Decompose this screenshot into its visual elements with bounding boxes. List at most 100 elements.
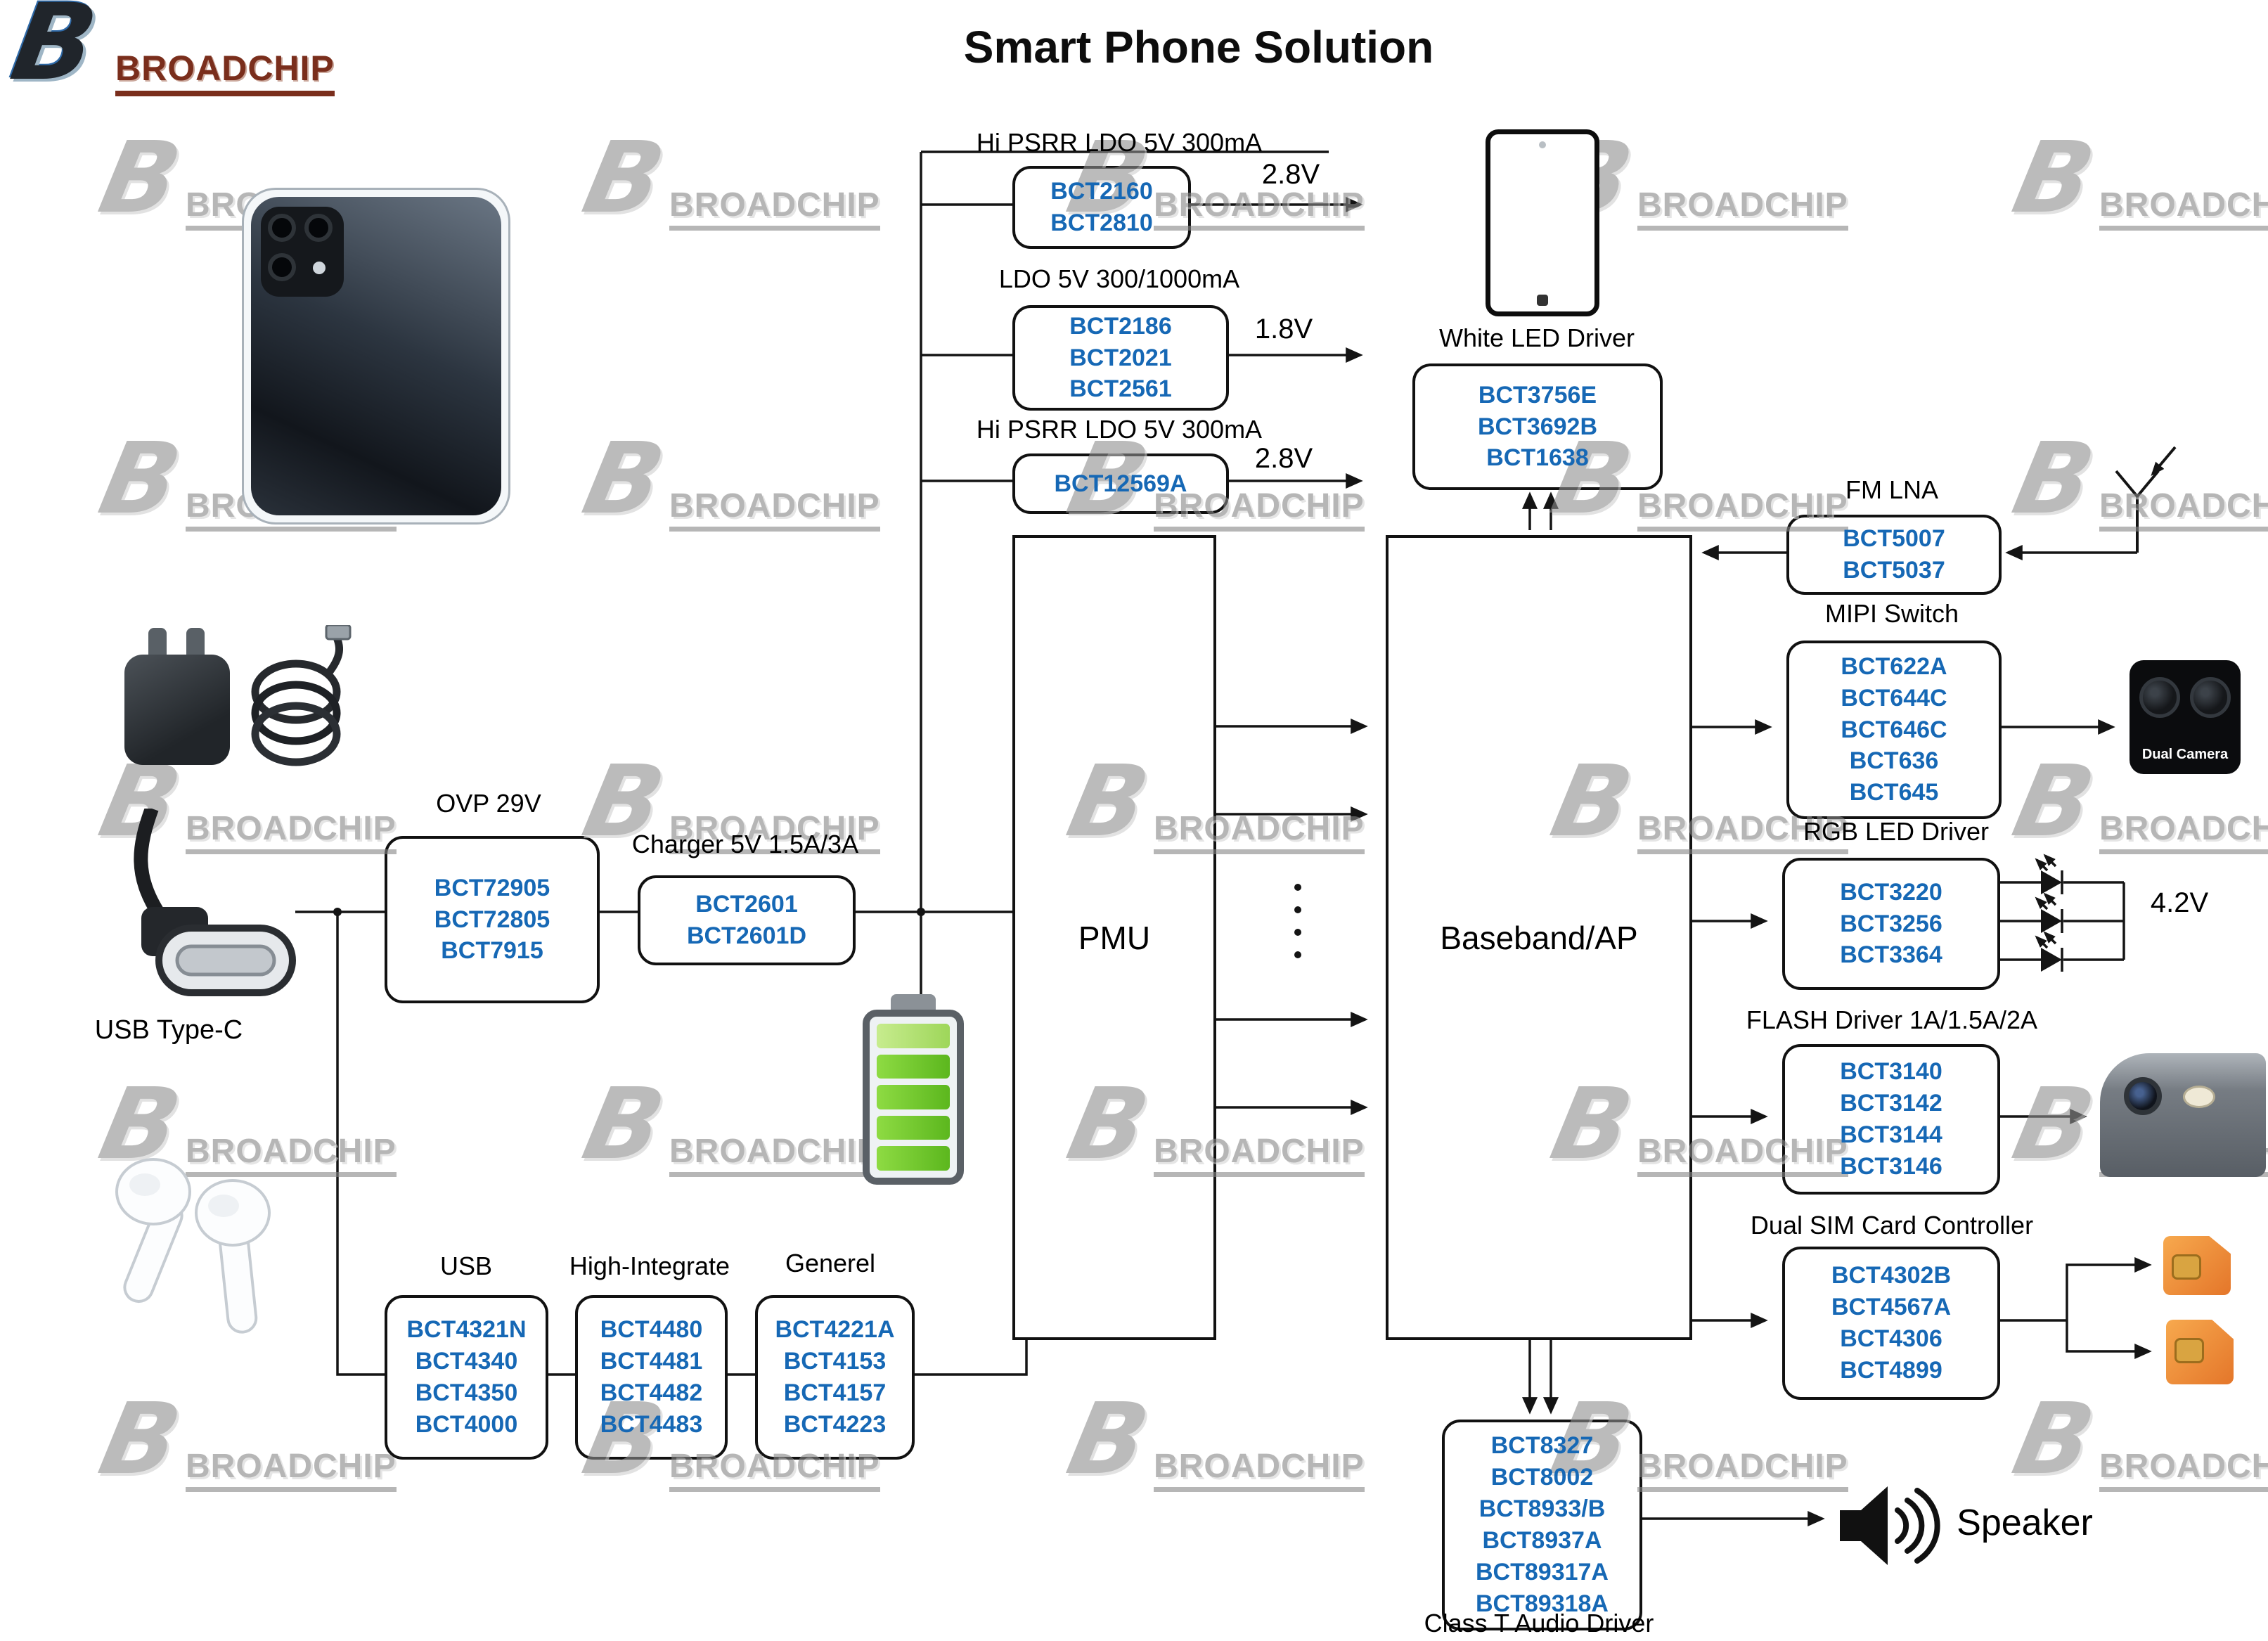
chip-part-number: BCT12569A (1054, 470, 1187, 497)
baseband-label: Baseband/AP (1440, 919, 1638, 956)
power-adapter-photo (124, 628, 230, 765)
chip-part-number: BCT4221A (775, 1316, 895, 1344)
camera-lens-icon (2190, 677, 2231, 718)
chip-part-number: BCT3364 (1840, 941, 1942, 969)
label-usb-switch: USB (439, 1251, 493, 1280)
label-flash-driver: FLASH Driver 1A/1.5A/2A (1746, 1005, 2038, 1034)
phone-flash-photo (2100, 1053, 2266, 1177)
chip-part-number: BCT645 (1849, 779, 1939, 806)
chip-part-number: BCT2810 (1050, 210, 1153, 236)
phone-camera-module (261, 207, 344, 297)
label-usb-type-c: USB Type-C (94, 1015, 243, 1045)
chip-part-number: BCT2601D (686, 922, 807, 949)
chip-part-number: BCT3692B (1477, 413, 1598, 440)
pmu-label: PMU (1078, 919, 1151, 956)
chip-part-number: BCT2601 (695, 891, 798, 918)
battery-photo (863, 994, 964, 1185)
logo-b-glyph: B (3, 0, 105, 104)
chip-part-number: BCT4350 (415, 1379, 518, 1406)
chip-part-number: BCT4321N (406, 1316, 527, 1344)
block-white-led-driver: BCT3756E BCT3692B BCT1638 (1412, 363, 1663, 490)
chip-part-number: BCT4483 (600, 1410, 703, 1438)
chip-part-number: BCT2186 (1069, 312, 1172, 340)
camera-lens-icon (268, 253, 296, 281)
chip-part-number: BCT644C (1841, 684, 1947, 712)
chip-part-number: BCT3256 (1840, 910, 1942, 937)
chip-part-number: BCT646C (1841, 716, 1947, 743)
speaker-icon (1840, 1486, 1940, 1565)
chip-part-number: BCT2561 (1069, 375, 1172, 403)
chip-part-number: BCT8933/B (1478, 1495, 1606, 1523)
dual-camera-photo: Dual Camera (2130, 660, 2241, 774)
led-symbols (1995, 854, 2125, 972)
chip-part-number: BCT2160 (1050, 178, 1153, 205)
chip-part-number: BCT3142 (1840, 1090, 1942, 1117)
label-ldo-hi-psrr-1: Hi PSRR LDO 5V 300mA (976, 128, 1263, 157)
battery-body (863, 1010, 964, 1185)
camera-lens-icon (2139, 677, 2180, 718)
plain-wires (295, 150, 2067, 1376)
sim-contact-icon (2172, 1254, 2201, 1280)
chip-part-number: BCT72805 (434, 906, 550, 933)
chip-part-number: BCT7915 (441, 937, 543, 965)
battery-segment (877, 1085, 950, 1109)
battery-segment (877, 1146, 950, 1171)
label-ldo-300-1000: LDO 5V 300/1000mA (998, 264, 1240, 293)
chip-part-number: BCT3220 (1840, 878, 1942, 906)
chip-part-number: BCT8002 (1490, 1464, 1594, 1491)
chip-part-number: BCT5007 (1843, 525, 1945, 553)
chip-part-number: BCT5037 (1843, 557, 1945, 584)
chip-part-number: BCT636 (1849, 747, 1939, 775)
chip-part-number: BCT3756E (1478, 381, 1597, 408)
page-title: Smart Phone Solution (963, 22, 1434, 72)
label-class-t-audio: Class T Audio Driver (1424, 1609, 1654, 1637)
smartphone-photo (242, 188, 510, 525)
chip-list: BCT3756E BCT3692B BCT1638 (1478, 380, 1597, 475)
display-panel-photo (1486, 129, 1599, 316)
label-mipi-switch: MIPI Switch (1824, 599, 1959, 628)
chip-part-number: BCT4899 (1840, 1356, 1942, 1384)
broadchip-logo: B BROADCHIP (4, 0, 340, 107)
label-ovp: OVP 29V (436, 789, 541, 818)
block-ldo-hi-psrr-2: BCT12569A (1012, 453, 1229, 514)
block-pmu: PMU (1012, 535, 1216, 1340)
label-ldo3-output: 2.8V (1254, 443, 1313, 474)
adapter-body (124, 655, 230, 765)
junction-dots (333, 884, 1301, 958)
tablet-home-icon (1537, 295, 1548, 306)
antenna-icon (2115, 446, 2177, 553)
chip-part-number: BCT8937A (1482, 1527, 1602, 1554)
camera-lens-icon (268, 214, 296, 242)
label-speaker: Speaker (1957, 1502, 2093, 1543)
chip-part-number: BCT4482 (600, 1379, 703, 1406)
chip-part-number: BCT4302B (1831, 1262, 1952, 1289)
battery-segment (877, 1115, 950, 1140)
chip-part-number: BCT4340 (415, 1348, 518, 1375)
block-baseband-ap: Baseband/AP (1386, 535, 1692, 1340)
chip-part-number: BCT4153 (783, 1348, 887, 1375)
chip-part-number: BCT4157 (783, 1379, 887, 1406)
tablet-camera-icon (1539, 141, 1546, 148)
flash-led-icon (2183, 1086, 2215, 1108)
sim-card-photo (2163, 1236, 2231, 1295)
chip-part-number: BCT1638 (1486, 444, 1589, 472)
battery-segment (877, 1054, 950, 1079)
label-general: Generel (785, 1249, 876, 1278)
